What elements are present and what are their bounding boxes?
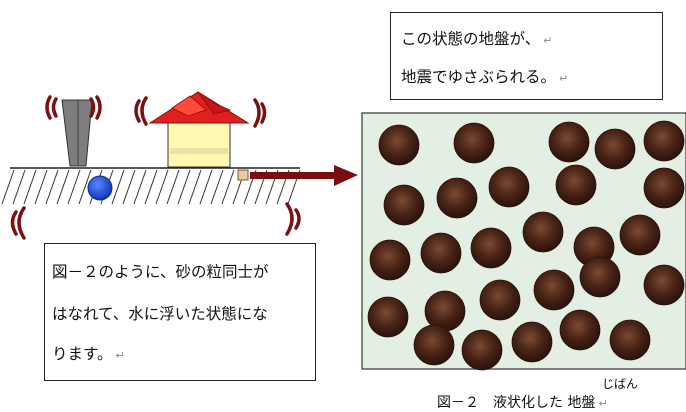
utility-pole-icon [61, 99, 93, 167]
return-mark: ↵ [598, 397, 608, 410]
explanation-line2: はなれて、水に浮いた状態にな [52, 305, 268, 323]
sand-grain-icon [479, 279, 521, 321]
state-text-line2: 地震でゆさぶられる。 [401, 68, 557, 86]
explanation-line3: ります。 [52, 345, 113, 363]
sand-grain-icon [555, 164, 597, 206]
ground-shake-lines-icon [10, 202, 301, 240]
sand-grain-icon [643, 120, 685, 162]
sand-grain-icon [533, 269, 575, 311]
return-mark: ↵ [543, 34, 553, 47]
sand-grain-icon [369, 239, 411, 281]
sand-grain-icon [643, 167, 685, 209]
sand-grain-icon [436, 177, 478, 219]
sand-grain-icon [579, 256, 621, 298]
explanation-line1: 図－２のように、砂の粒同士が [52, 263, 269, 281]
sand-grain-icon [594, 128, 636, 170]
sand-grain-icon [522, 211, 564, 253]
sand-grain-icon [511, 321, 553, 363]
sand-grain-icon [559, 309, 601, 351]
sand-grain-icon [488, 166, 530, 208]
sand-grains [367, 120, 685, 371]
sand-grain-icon [420, 232, 462, 274]
sand-grain-icon [609, 319, 651, 361]
state-description-box: この状態の地盤が、↵ 地震でゆさぶられる。↵ [390, 12, 663, 100]
sand-grain-icon [378, 124, 420, 166]
sand-grain-icon [367, 296, 409, 338]
return-mark: ↵ [559, 72, 569, 85]
sand-grain-icon [413, 324, 455, 366]
house-shake-lines-icon [134, 96, 267, 128]
return-mark: ↵ [115, 349, 125, 362]
figure-caption: 図－２ 液状化した 地盤↵ [437, 392, 608, 412]
sand-grain-icon [470, 227, 512, 269]
state-text-line1: この状態の地盤が、 [401, 30, 541, 48]
zoom-arrow-icon [250, 165, 358, 186]
caption-ruby: じばん [602, 377, 639, 391]
sand-grain-icon [383, 184, 425, 226]
sand-grain-icon [548, 121, 590, 163]
ground-surface [1, 167, 301, 205]
house-icon [148, 91, 250, 168]
sand-sample-marker [237, 169, 249, 181]
explanation-box: 図－２のように、砂の粒同士が はなれて、水に浮いた状態にな ります。↵ [44, 243, 316, 381]
figure-caption-text: 図－２ 液状化した 地盤 [437, 395, 596, 411]
sand-grain-icon [619, 214, 661, 256]
sand-grain-icon [453, 122, 495, 164]
pole-shake-lines-icon [45, 95, 102, 120]
sand-grain-icon [461, 329, 503, 371]
sand-grain-icon [643, 264, 685, 306]
water-bubble-icon [87, 175, 113, 201]
